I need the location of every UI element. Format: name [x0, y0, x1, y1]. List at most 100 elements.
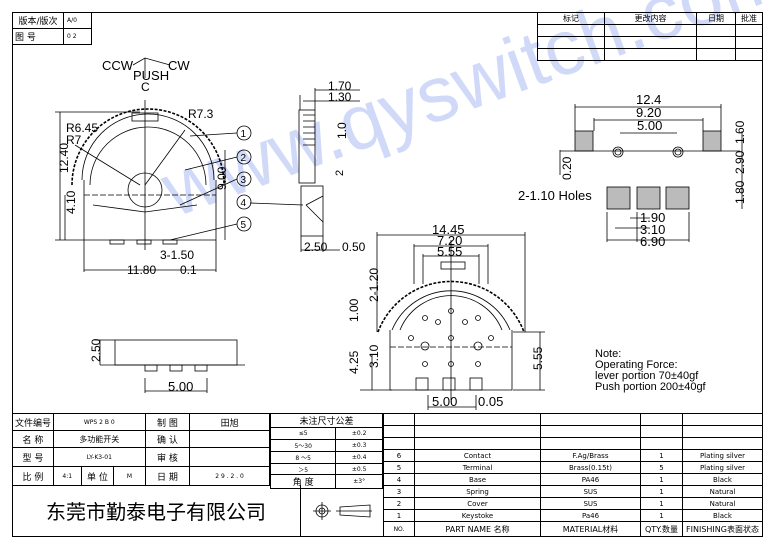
svg-text:3: 3: [241, 175, 247, 186]
name-value: 多功能开关: [52, 430, 146, 448]
dim-7-20: 7.20: [437, 233, 462, 248]
side-view: 1.70 1.30 1.0 2 2.50 0.50: [298, 79, 366, 254]
dim-12-40: 12.40: [57, 143, 71, 173]
cw-label: CW: [168, 58, 190, 73]
bom-finish: Plating silver: [682, 461, 763, 474]
dim-0-1: 0.1: [180, 263, 197, 277]
tolerance-value: ±0.4: [335, 451, 383, 464]
rotation-indicator: CCW CW PUSH C: [102, 57, 190, 94]
bom-header-qty: QTY.数量: [640, 521, 683, 537]
bom-name: Keystoke: [414, 509, 541, 522]
drawing-frame: [12, 12, 763, 537]
dim-12-4: 12.4: [636, 92, 661, 107]
balloon-3: 3: [236, 171, 252, 187]
file-no-value: WPS 2 B 0: [52, 413, 146, 431]
date-value: 2 9 . 2 . 0: [189, 466, 270, 486]
dim-3-10b: 3.10: [367, 344, 381, 368]
bom-name: Spring: [414, 485, 541, 498]
dim-5-55: 5.55: [437, 244, 462, 259]
dim-1-80: 1.80: [733, 180, 747, 204]
bom-material: F.Ag/Brass: [540, 449, 641, 462]
bom-qty: 1: [640, 497, 683, 510]
bom-material: SUS: [540, 485, 641, 498]
tolerance-range: 角 度: [269, 474, 337, 489]
tolerance-range: ＞5: [269, 463, 337, 475]
technical-drawing: CCW CW PUSH C 12.40 4.10 9.00 R6.45 R7 R…: [55, 57, 747, 410]
tolerance-table: 未注尺寸公差 ≤5±0.2 5～30±0.3 8 ～5±0.4 ＞5±0.5 角…: [269, 413, 383, 489]
dim-4-10: 4.10: [64, 190, 78, 214]
c-label: C: [141, 80, 150, 94]
bom-name: Cover: [414, 497, 541, 510]
bom-qty: 1: [640, 485, 683, 498]
note-line-3: Push portion 200±40gf: [595, 381, 707, 393]
dim-r6-45: R6.45: [66, 121, 98, 135]
bom-qty: 1: [640, 473, 683, 486]
dim-0-50: 0.50: [342, 240, 366, 254]
bottom-view: 14.45 7.20 5.55 1.00 2-1.20 4.25 3.10 5.…: [347, 222, 545, 410]
drawer-value: 田旭: [189, 413, 270, 431]
svg-text:1: 1: [241, 129, 247, 140]
tolerance-range: ≤5: [269, 427, 337, 440]
bom-header-material: MATERIAL材料: [540, 521, 641, 537]
bom-qty: 1: [640, 449, 683, 462]
revision-table: 标记更改内容日期批准: [537, 12, 763, 61]
dim-r7: R7: [66, 133, 82, 147]
bom-header-name: PART NAME 名称: [414, 521, 541, 537]
dim-2-1-20: 2-1.20: [367, 268, 381, 302]
dim-11-80: 11.80: [127, 263, 156, 277]
dim-r7-3: R7.3: [188, 107, 214, 121]
projection-symbol: [313, 502, 372, 520]
model-value: LY-K3-01: [52, 447, 146, 467]
dim-1-60: 1.60: [733, 120, 747, 144]
date-label: 日 期: [144, 466, 191, 486]
dim-1-90: 1.90: [640, 210, 665, 225]
bom-name: Contact: [414, 449, 541, 462]
bom-header-finish: FINISHING表面状态: [682, 521, 763, 537]
bom-material: Brass(0.15t): [540, 461, 641, 474]
ccw-label: CCW: [102, 58, 134, 73]
tolerance-range: 8 ～5: [269, 451, 337, 464]
tolerance-title: 未注尺寸公差: [270, 413, 383, 428]
note-line-2: lever portion 70±40gf: [595, 370, 699, 382]
balloon-2: 2: [236, 149, 252, 165]
bom-header-no: NO.: [383, 521, 415, 537]
part-balloons: 1 2 3 4 5: [169, 125, 304, 241]
dim-1-0: 1.0: [335, 122, 349, 139]
front-view: 12.40 4.10 9.00 R6.45 R7 R7.3 3-1.50 11.…: [55, 100, 229, 277]
dim-5-00: 5.00: [637, 118, 662, 133]
dim-1-30: 1.30: [328, 90, 352, 104]
scale-value: 4:1: [52, 466, 82, 486]
bom-finish: Natural: [682, 497, 763, 510]
holes-label: 2-1.10 Holes: [518, 188, 592, 203]
balloon-5: 5: [236, 216, 252, 232]
drawing-no-value: 0 2: [63, 28, 92, 45]
bom-finish: Plating silver: [682, 449, 763, 462]
dim-9-00: 9.00: [215, 166, 229, 190]
bom-no: 6: [383, 449, 415, 462]
unit-value: M: [113, 466, 146, 486]
bom-finish: Natural: [682, 485, 763, 498]
bom-no: 2: [383, 497, 415, 510]
dim-2-50b: 2.50: [89, 338, 103, 362]
bom-material: Pa46: [540, 509, 641, 522]
bom-material: SUS: [540, 497, 641, 510]
dim-9-20: 9.20: [636, 105, 661, 120]
bom-finish: Black: [682, 473, 763, 486]
lower-side-view: 2.50 5.00: [89, 338, 245, 394]
dim-2: 2: [334, 170, 346, 176]
dim-1-70: 1.70: [328, 79, 352, 93]
dim-pins: 3-1.50: [160, 248, 194, 262]
dim-5-00c: 5.00: [168, 379, 193, 394]
dim-0-05: 0.05: [478, 394, 503, 409]
tolerance-value: ±0.2: [335, 427, 383, 440]
dim-1-00: 1.00: [347, 298, 361, 322]
tolerance-value: ±0.5: [335, 463, 383, 475]
file-no-label: 文件编号: [12, 413, 54, 431]
note-line-1: Operating Force:: [595, 359, 678, 371]
company-name: 东莞市勤泰电子有限公司: [12, 485, 301, 536]
